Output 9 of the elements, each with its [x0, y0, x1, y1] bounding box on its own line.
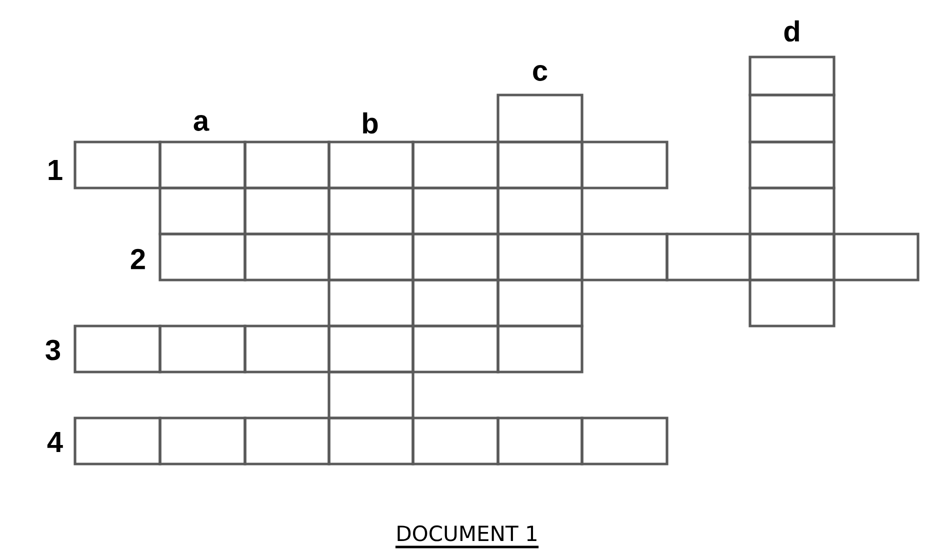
clue-number: 1 — [48, 160, 62, 180]
document-caption: DOCUMENT 1 — [395, 525, 539, 548]
clue-number: 2 — [130, 248, 145, 270]
clue-letter: b — [363, 112, 378, 134]
clue-letter: a — [194, 115, 210, 131]
clue-letter: d — [784, 20, 799, 42]
clue-number: 4 — [47, 432, 63, 452]
clue-number: 3 — [46, 340, 60, 360]
clue-letter: c — [533, 65, 548, 81]
